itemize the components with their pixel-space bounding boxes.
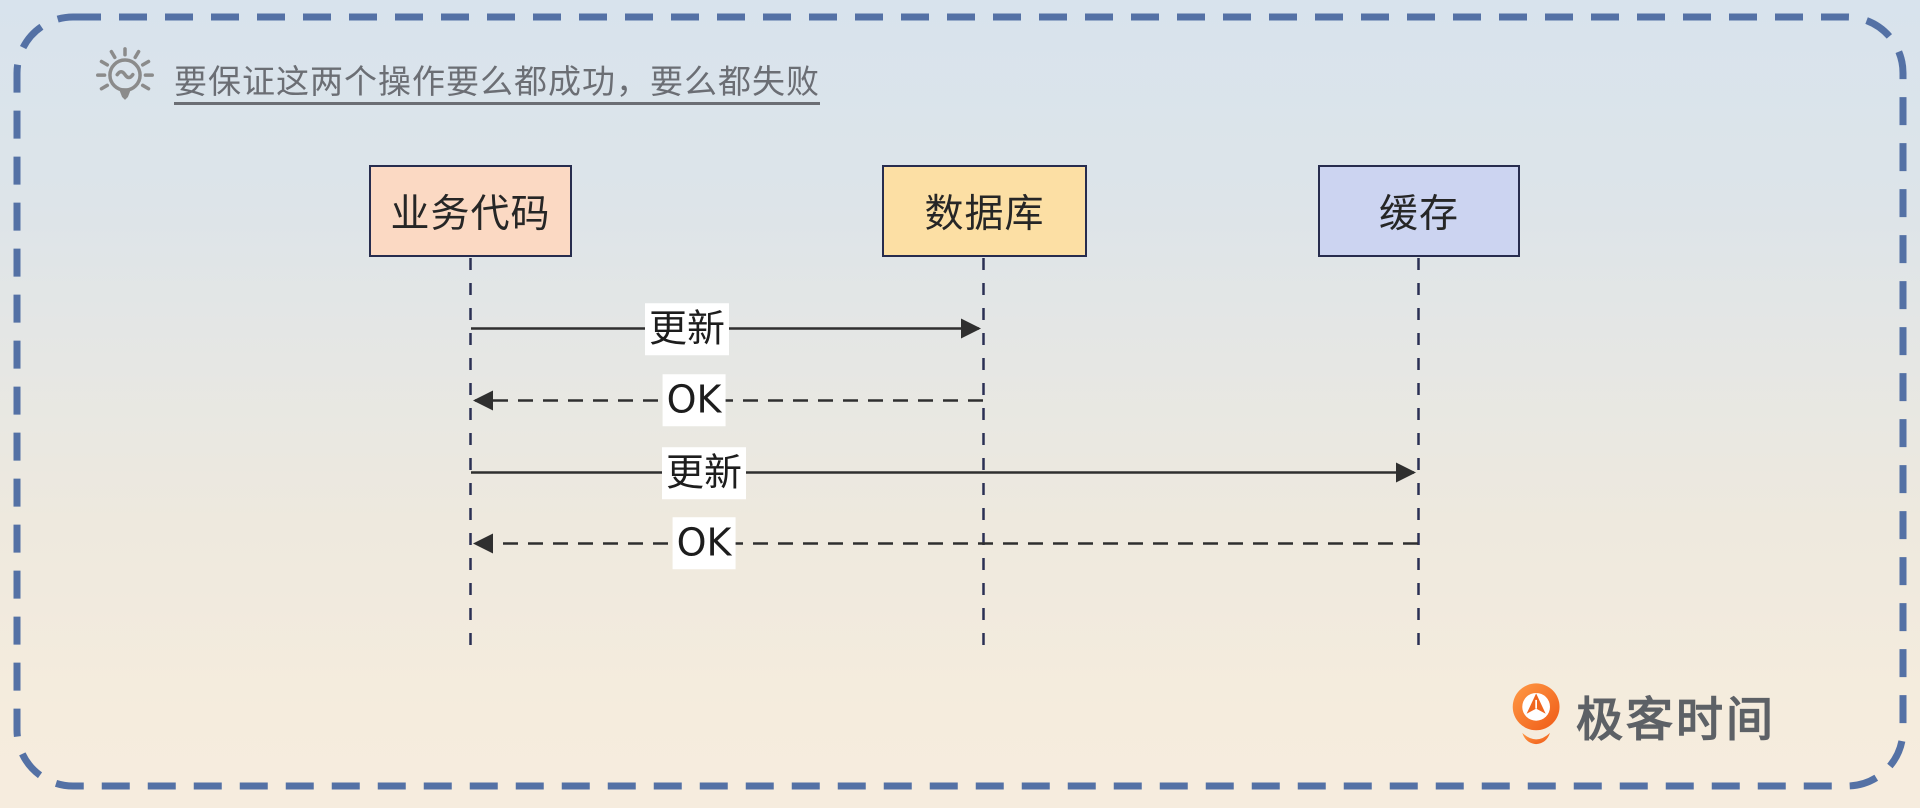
geektime-logo: 极客时间 bbox=[1511, 681, 1776, 750]
geektime-logo-text: 极客时间 bbox=[1576, 693, 1776, 748]
message-1-label: 更新 bbox=[644, 303, 730, 355]
canvas-dashed-border bbox=[13, 13, 1907, 790]
note: 要保证这两个操作要么都成功，要么都失败 bbox=[90, 44, 820, 114]
actor-cache-label: 缓存 bbox=[1378, 192, 1459, 237]
geektime-logo-icon bbox=[1512, 683, 1560, 745]
message-4-label: OK bbox=[672, 517, 736, 569]
note-text: 要保证这两个操作要么都成功，要么都失败 bbox=[174, 62, 820, 101]
actor-cache: 缓存 bbox=[1318, 165, 1520, 257]
actor-business-code-label: 业务代码 bbox=[390, 192, 551, 237]
actor-database-label: 数据库 bbox=[924, 192, 1045, 237]
message-3-label: 更新 bbox=[661, 447, 747, 499]
actor-business-code: 业务代码 bbox=[369, 165, 572, 257]
message-2-label: OK bbox=[662, 374, 726, 426]
lightbulb-icon bbox=[96, 47, 154, 100]
actor-database: 数据库 bbox=[882, 165, 1087, 257]
